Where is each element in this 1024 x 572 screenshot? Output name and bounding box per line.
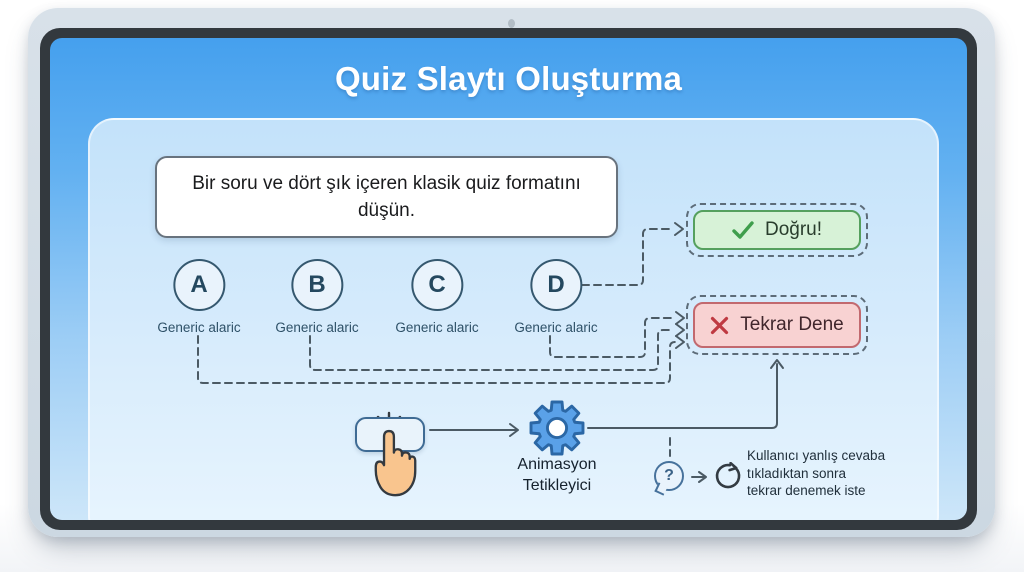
screen-frame: Quiz Slaytı Oluşturma: [40, 28, 977, 530]
note-line1: Kullanıcı yanlış cevaba: [747, 448, 886, 463]
correct-feedback-container: Doğru!: [686, 203, 868, 257]
option-a[interactable]: A Generic alaric: [157, 259, 241, 335]
slide-screen: Quiz Slaytı Oluşturma: [50, 38, 967, 520]
retry-feedback-box[interactable]: Tekrar Dene: [693, 302, 861, 348]
note-text: Kullanıcı yanlış cevaba tıkladıktan sonr…: [747, 447, 927, 500]
option-a-label: Generic alaric: [157, 320, 241, 335]
page-title: Quiz Slaytı Oluşturma: [334, 60, 683, 97]
trigger-label-line2: Tetikleyici: [522, 477, 592, 494]
option-d[interactable]: D Generic alaric: [514, 259, 598, 335]
option-a-circle[interactable]: A: [173, 259, 225, 311]
gear-icon: [529, 400, 585, 456]
option-c[interactable]: C Generic alaric: [395, 259, 479, 335]
trigger-label-line1: Animasyon: [517, 456, 597, 473]
trigger-label: Animasyon Tetikleyici: [477, 454, 637, 496]
retry-feedback-container: Tekrar Dene: [686, 295, 868, 355]
option-c-circle[interactable]: C: [411, 259, 463, 311]
note-line2: tıkladıktan sonra: [747, 465, 847, 481]
pointer-hand-icon: [374, 429, 417, 497]
camera-icon: [508, 19, 515, 28]
question-card: Bir soru ve dört şık içeren klasik quiz …: [155, 156, 618, 238]
x-icon: [711, 316, 729, 334]
option-b-label: Generic alaric: [275, 320, 359, 335]
check-icon: [732, 221, 754, 239]
option-c-label: Generic alaric: [395, 320, 479, 335]
option-b[interactable]: B Generic alaric: [275, 259, 359, 335]
option-b-circle[interactable]: B: [291, 259, 343, 311]
option-d-label: Generic alaric: [514, 320, 598, 335]
note-line3: tekrar denemek iste: [747, 483, 866, 498]
retry-label: Tekrar Dene: [740, 314, 844, 335]
device-mockup: Quiz Slaytı Oluşturma: [28, 8, 995, 537]
option-d-circle[interactable]: D: [530, 259, 582, 311]
question-bubble-icon: ?: [654, 461, 686, 496]
correct-feedback-box[interactable]: Doğru!: [693, 210, 861, 250]
refresh-icon: [715, 462, 741, 489]
correct-label: Doğru!: [764, 219, 823, 240]
